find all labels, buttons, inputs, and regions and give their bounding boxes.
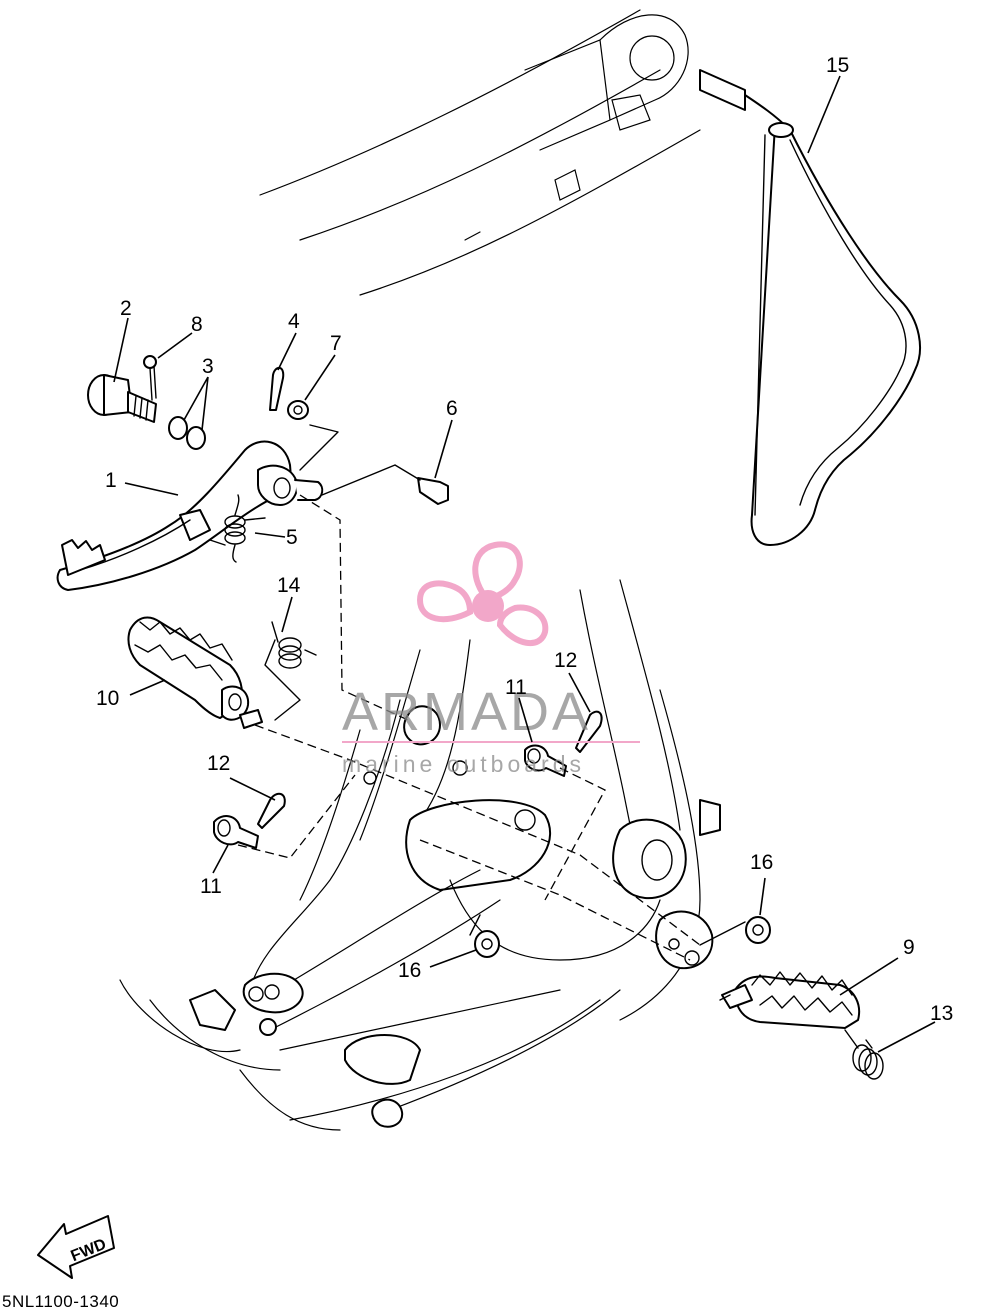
callouts: 1 2 3 4 5 6 7 8 9 10 11 11 12 12 13 14 1…	[96, 54, 953, 1025]
callout-4: 4	[288, 310, 300, 333]
callout-14: 14	[277, 574, 301, 597]
diagram-code: 5NL1100-1340	[2, 1292, 120, 1311]
washer-7	[287, 400, 309, 420]
swingarm-outline	[259, 9, 701, 296]
footrest-right	[721, 971, 860, 1029]
callout-11-right: 11	[505, 676, 527, 699]
callout-9: 9	[903, 936, 915, 959]
assembly-lines	[209, 424, 859, 1049]
leader-lines	[113, 75, 936, 1053]
propeller-logo	[416, 541, 549, 647]
side-stand	[699, 69, 921, 546]
watermark: ARMADA marine outboards	[342, 541, 640, 777]
clevis-pin-6	[417, 477, 449, 505]
callout-5: 5	[286, 526, 298, 549]
callout-13: 13	[930, 1002, 953, 1025]
frame-lower	[119, 579, 721, 1131]
callout-12-left: 12	[207, 752, 230, 775]
pivot-shaft	[87, 374, 157, 423]
footrest-left	[127, 616, 263, 729]
callout-16-right: 16	[750, 851, 773, 874]
callout-6: 6	[446, 397, 458, 420]
callout-8: 8	[191, 313, 203, 336]
callout-10: 10	[96, 687, 119, 710]
callout-3: 3	[202, 355, 214, 378]
brake-pedal	[56, 440, 324, 591]
fwd-arrow: FWD	[37, 1215, 115, 1279]
cotter-pin-4	[269, 366, 285, 411]
callout-7: 7	[330, 332, 342, 355]
callout-12-right: 12	[554, 649, 577, 672]
watermark-subtitle: marine outboards	[342, 751, 585, 777]
callout-1: 1	[105, 469, 117, 492]
callout-15: 15	[826, 54, 849, 77]
pin-8	[143, 355, 157, 401]
o-rings	[168, 416, 206, 450]
watermark-brand: ARMADA	[342, 682, 591, 742]
spring-13	[852, 1039, 884, 1080]
spring-5	[224, 494, 246, 563]
spring-14	[271, 621, 317, 669]
callout-16-left: 16	[398, 959, 421, 982]
callout-11-left: 11	[200, 875, 222, 898]
washers-16	[474, 916, 771, 958]
pins-11	[213, 744, 567, 849]
callout-2: 2	[120, 297, 132, 320]
